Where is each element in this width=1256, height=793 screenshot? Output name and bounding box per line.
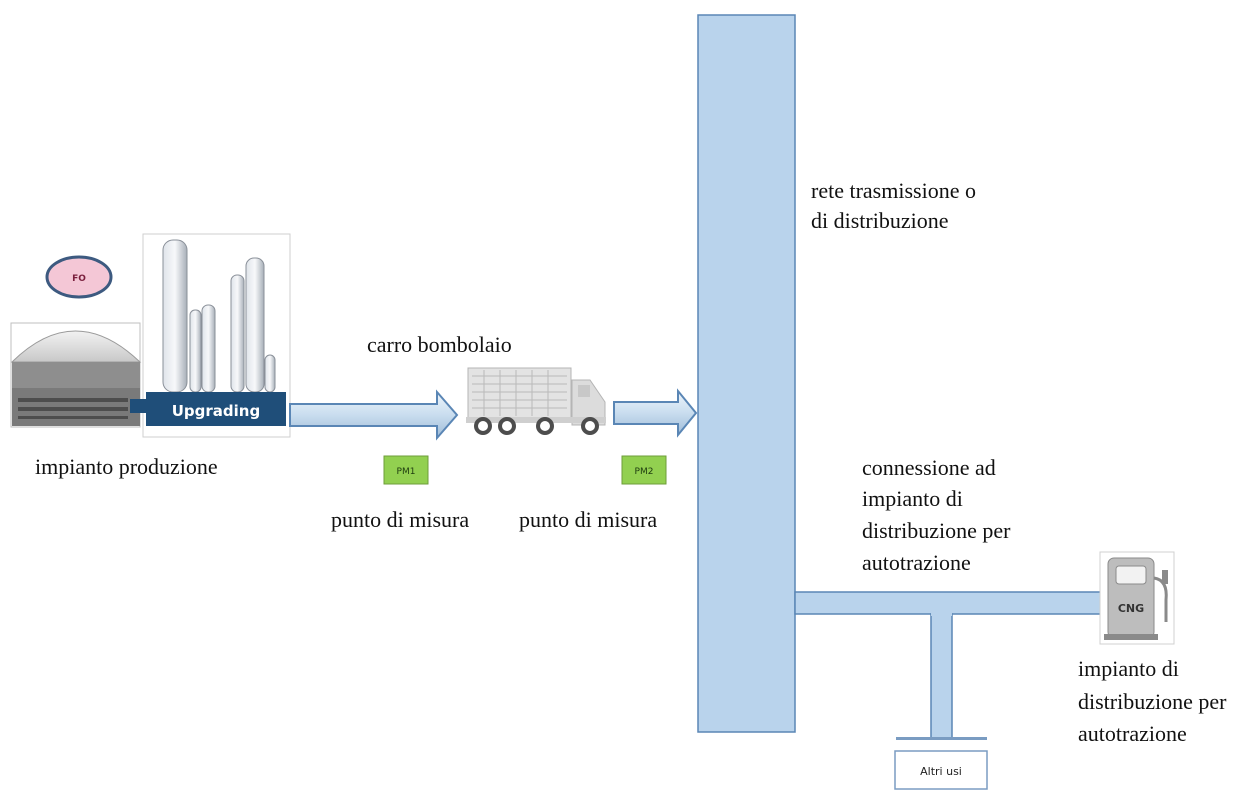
measure-point-1-label: punto di misura xyxy=(331,507,470,532)
truck-label: carro bombolaio xyxy=(367,332,512,357)
measure-point-2-label: punto di misura xyxy=(519,507,658,532)
flow-arrow-2 xyxy=(613,388,698,438)
other-uses-pipe xyxy=(896,612,987,740)
cng-label: CNG xyxy=(1118,602,1144,615)
other-uses-box: Altri usi xyxy=(894,750,988,790)
pm2-label: PM2 xyxy=(635,467,654,477)
network-pipe xyxy=(697,14,796,733)
flow-arrow-1 xyxy=(289,389,459,441)
connection-label-line3: distribuzione per xyxy=(862,518,1011,543)
upgrading-box: Upgrading xyxy=(130,392,286,426)
other-uses-label: Altri usi xyxy=(920,765,962,778)
fo-label: FO xyxy=(72,274,86,284)
network-label-line1: rete trasmissione o xyxy=(811,178,976,203)
network-label-line2: di distribuzione xyxy=(811,208,949,233)
fo-badge: FO xyxy=(45,255,113,299)
upgrading-label: Upgrading xyxy=(172,402,260,420)
station-label-line1: impianto di xyxy=(1078,656,1179,681)
connection-label-line4: autotrazione xyxy=(862,550,971,575)
pm2-badge: PM2 xyxy=(621,455,667,485)
fuel-pump-icon: CNG xyxy=(1099,551,1175,645)
plant-icon xyxy=(10,322,142,428)
station-connection-pipe xyxy=(794,591,1109,615)
pm1-label: PM1 xyxy=(397,467,416,477)
plant-label: impianto produzione xyxy=(35,454,218,479)
connection-label-line2: impianto di xyxy=(862,486,963,511)
connection-label-line1: connessione ad xyxy=(862,455,996,480)
station-label-line2: distribuzione per xyxy=(1078,689,1227,714)
station-label-line3: autotrazione xyxy=(1078,721,1187,746)
truck-icon xyxy=(466,367,606,435)
pm1-badge: PM1 xyxy=(383,455,429,485)
